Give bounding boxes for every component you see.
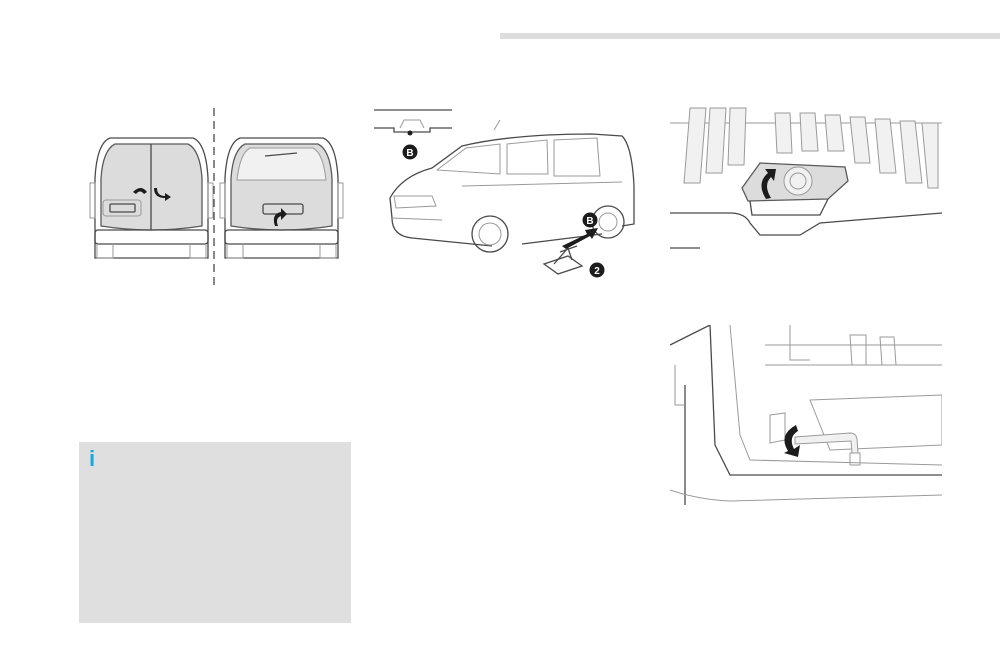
- rear-tailgate-van: [219, 137, 344, 259]
- lift-arrow-icon: [761, 169, 776, 199]
- svg-text:2: 2: [594, 266, 600, 277]
- jack-point-illustration: B B 2: [374, 109, 635, 278]
- rotate-arrow-icon: [784, 425, 800, 457]
- callout-2: [589, 262, 605, 278]
- wheel-brace-illustration: [670, 325, 942, 507]
- svg-text:B: B: [586, 216, 593, 227]
- van-side-view: [389, 119, 635, 253]
- rear-doors-illustration: [89, 108, 344, 290]
- spare-wheel-cover-illustration: [670, 103, 942, 253]
- svg-text:B: B: [406, 148, 413, 159]
- rear-split-doors-van: [89, 137, 214, 259]
- callout-b: [582, 212, 598, 228]
- header-bar: [500, 33, 1000, 39]
- jack-point-detail-inset: B: [374, 109, 452, 160]
- info-icon: i: [89, 446, 96, 471]
- wheel-brace-tool: [794, 432, 861, 466]
- info-box: i: [79, 442, 351, 623]
- scissor-jack: [542, 228, 598, 275]
- callout-b-inset: [402, 144, 418, 160]
- floor-ribs: [683, 107, 939, 189]
